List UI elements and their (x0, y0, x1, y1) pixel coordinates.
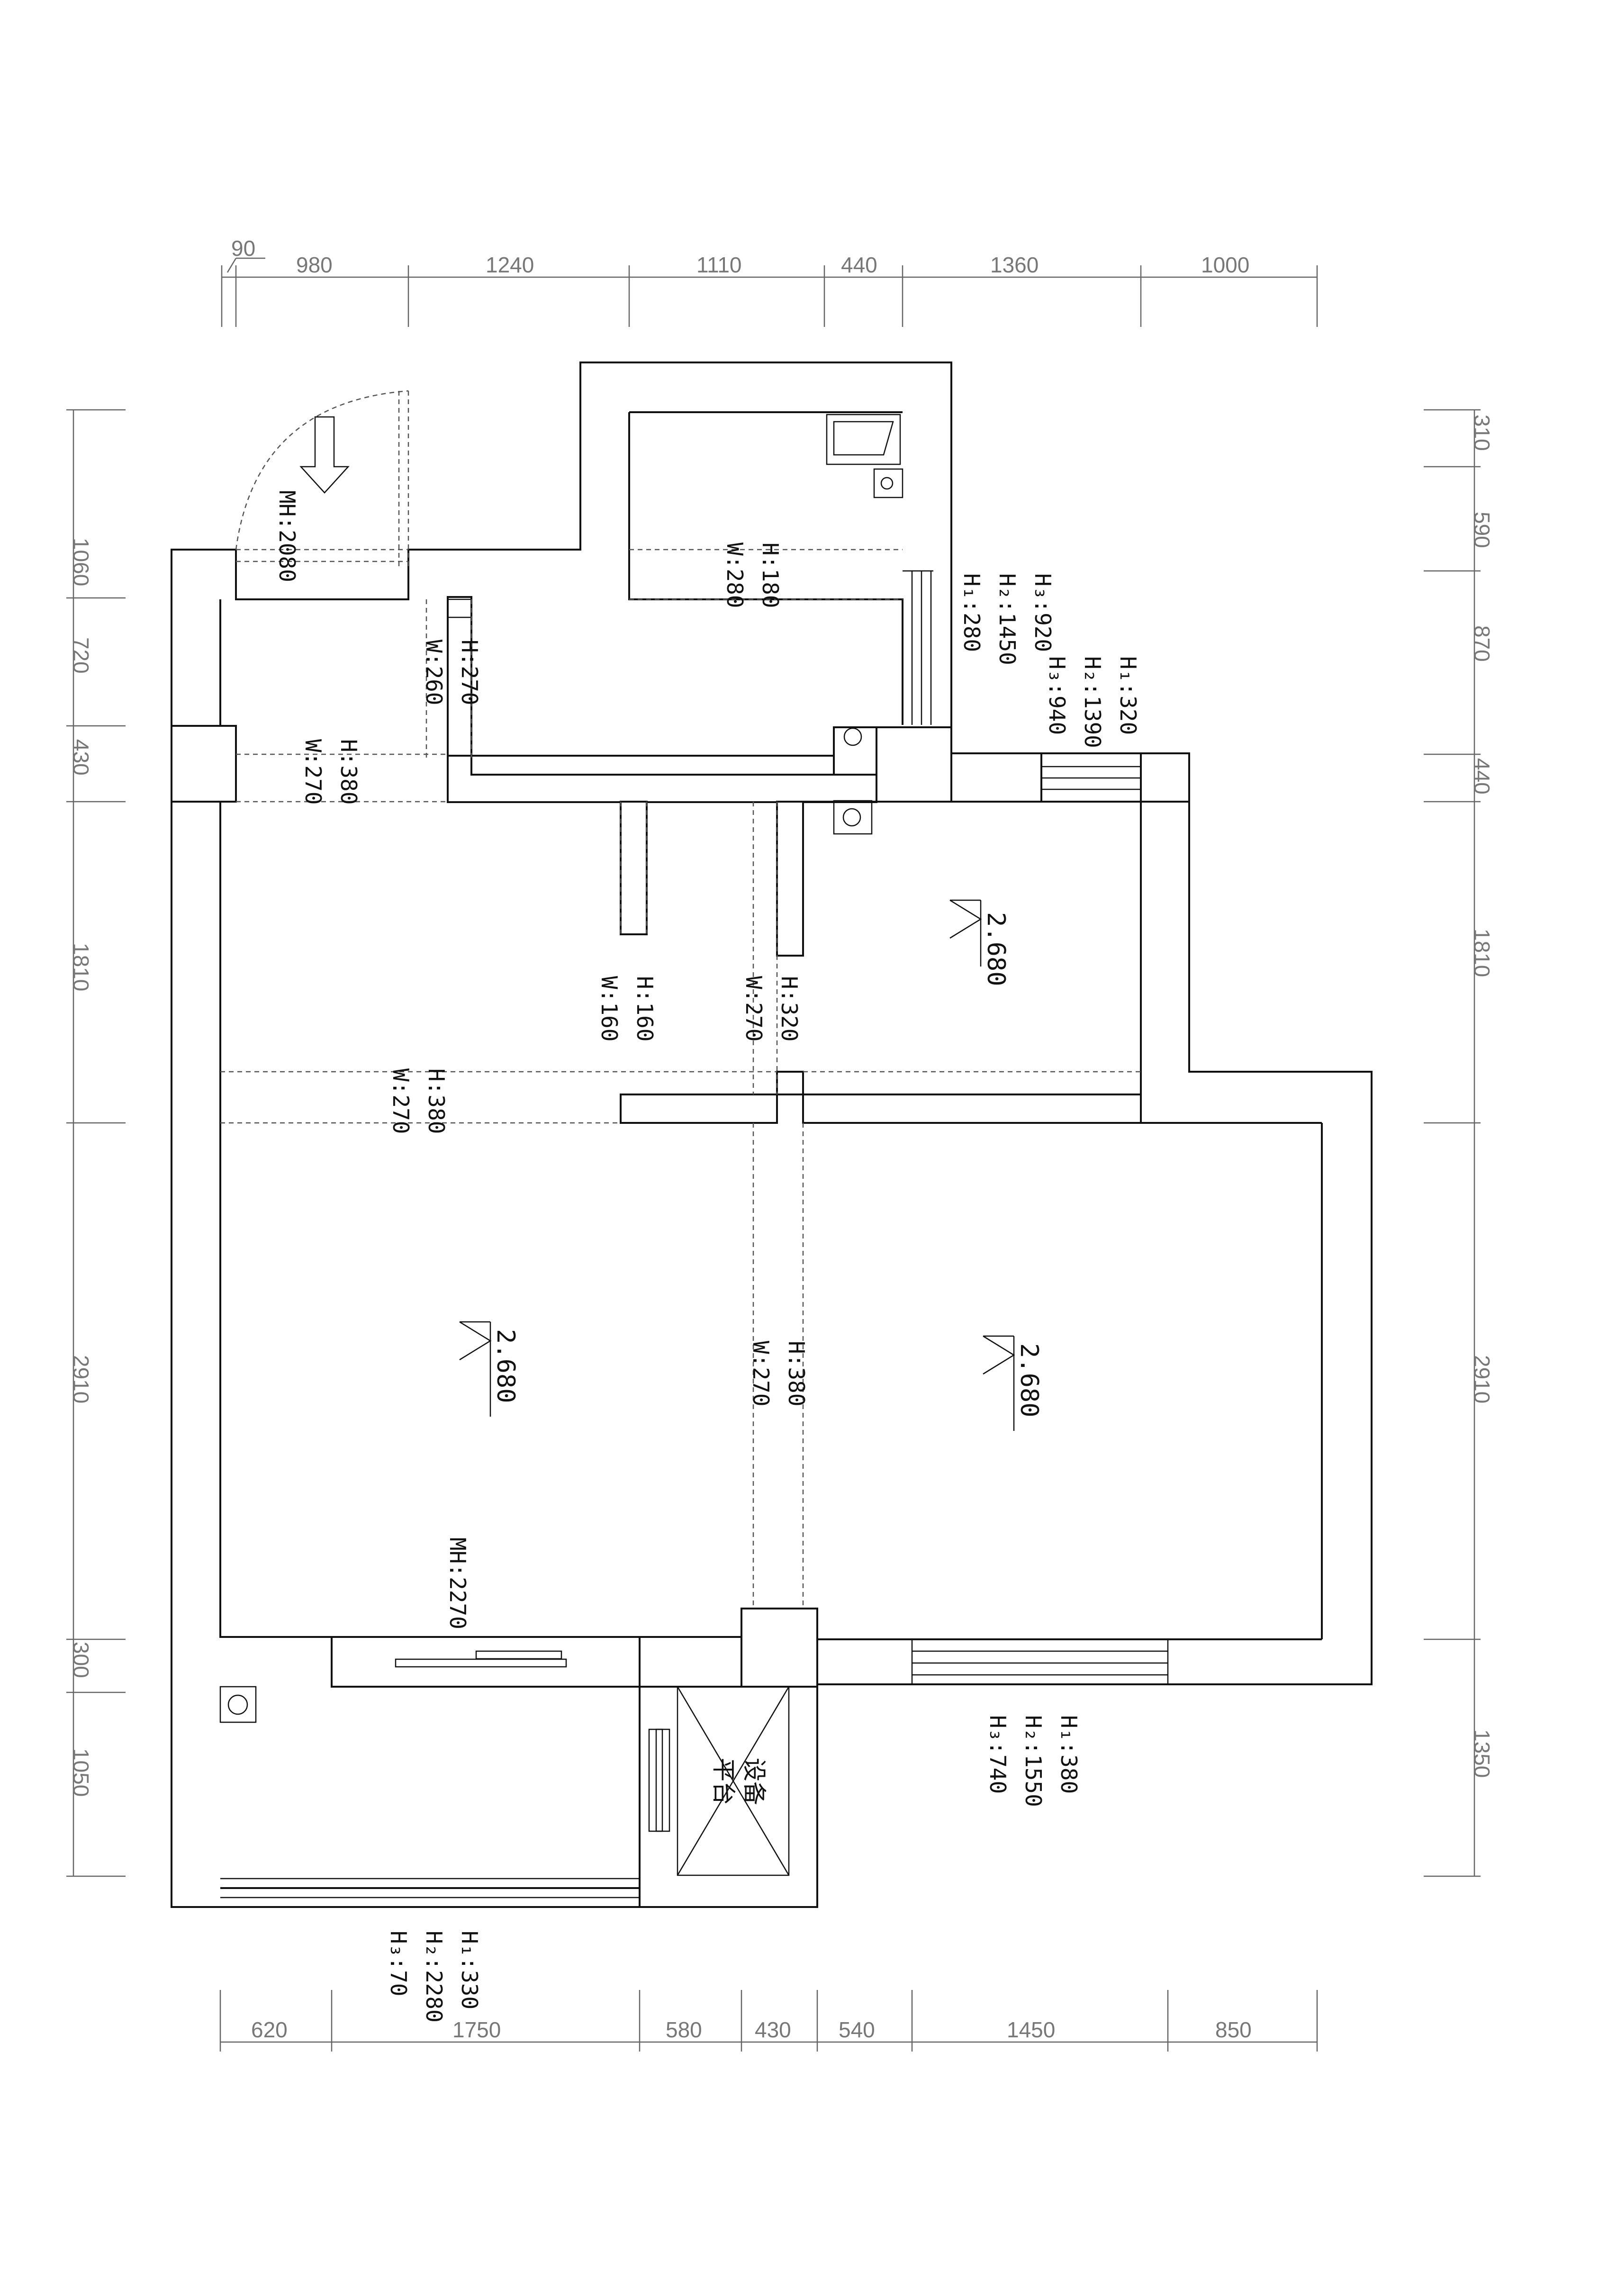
beam-f-width: W:270 (388, 1068, 414, 1134)
window-2-h3: H₃:940 (1044, 656, 1070, 735)
top-dimension-chain: 90 980 1240 1110 440 1360 1000 (221, 236, 1318, 327)
dim-right-590: 590 (1470, 512, 1494, 548)
window-2-h2: H₂:1390 (1080, 656, 1105, 748)
dim-right-1810: 1810 (1470, 929, 1494, 977)
dim-left-2910: 2910 (69, 1355, 93, 1403)
right-dimension-chain: 310 590 870 440 1810 2910 1350 (1424, 409, 1494, 1877)
dim-bottom-850: 850 (1215, 2017, 1252, 2042)
dim-right-2910: 2910 (1470, 1355, 1494, 1403)
dim-bottom-620: 620 (251, 2017, 288, 2042)
window-2-h1: H₁:320 (1115, 656, 1141, 735)
sink (826, 414, 901, 465)
dim-left-1050: 1050 (69, 1748, 93, 1797)
beam-b-height: H:270 (457, 640, 482, 705)
beam-f-height: H:380 (424, 1068, 449, 1134)
dim-left-720: 720 (69, 637, 93, 674)
dim-bottom-1750: 1750 (452, 2017, 501, 2042)
left-dimension-chain: 1060 720 430 1810 2910 300 1050 (66, 409, 126, 1877)
beam-g-height: H:380 (784, 1341, 809, 1406)
window-1-h2: H₂:1450 (994, 573, 1020, 665)
dim-top-1360: 1360 (990, 253, 1039, 277)
bottom-dimension-chain: 620 1750 580 430 540 1450 850 (219, 1990, 1318, 2052)
beam-a-width: W:280 (722, 542, 748, 608)
level-marker-2: 2.680 (459, 1321, 520, 1417)
window-3-h2: H₂:1550 (1021, 1715, 1046, 1807)
entry-door-swing (235, 390, 409, 550)
dim-top-440: 440 (841, 253, 877, 277)
beam-d-width: W:160 (596, 976, 622, 1041)
dim-left-1810: 1810 (69, 943, 93, 991)
dim-right-1350: 1350 (1470, 1729, 1494, 1778)
beam-c-width: W:270 (300, 739, 326, 805)
beam-a-height: H:180 (758, 542, 783, 608)
dim-bottom-1450: 1450 (1007, 2017, 1055, 2042)
pipe-icon (227, 1694, 248, 1715)
entry-arrow-icon (299, 416, 350, 494)
equipment-platform-label-1: 设备 (741, 1758, 768, 1805)
dim-bottom-540: 540 (839, 2017, 875, 2042)
beam-d-height: H:160 (632, 976, 658, 1041)
dim-left-430: 430 (69, 739, 93, 776)
door-height-living: MH:2270 (445, 1537, 470, 1629)
dim-bottom-580: 580 (666, 2017, 702, 2042)
level-marker-3: 2.680 (983, 1335, 1043, 1431)
window-3-h1: H₁:380 (1056, 1715, 1082, 1794)
window-4-h2: H₂:2280 (421, 1931, 447, 2023)
beam-c-height: H:380 (336, 739, 361, 805)
pipe-icon (842, 808, 861, 827)
dim-top-1000: 1000 (1201, 253, 1249, 277)
window-4-h3: H₃:70 (386, 1931, 411, 1996)
beam-e-width: W:270 (741, 976, 767, 1041)
level-marker-1: 2.680 (949, 899, 1010, 986)
annotations: MH:2080 H:180 W:280 H:270 W:260 H:380 W:… (274, 490, 1141, 2023)
equipment-platform-label-2: 平台 (710, 1758, 737, 1805)
door-height-entry: MH:2080 (274, 490, 300, 582)
window-1-h3: H₃:920 (1030, 573, 1056, 652)
level-value-2: 2.680 (491, 1329, 520, 1403)
dim-top-90: 90 (231, 236, 255, 261)
level-markers: 2.680 2.680 2.680 (459, 899, 1043, 1431)
dim-left-1060: 1060 (69, 538, 93, 586)
beam-lines (220, 549, 1141, 1609)
beam-g-width: W:270 (748, 1341, 774, 1406)
pipe-icon (843, 727, 862, 746)
beam-e-height: H:320 (777, 976, 802, 1041)
dim-right-310: 310 (1470, 415, 1494, 451)
dim-top-1240: 1240 (486, 253, 534, 277)
window-1-h1: H₁:280 (959, 573, 985, 652)
beam-b-width: W:260 (421, 640, 447, 705)
interior-walls (171, 390, 1323, 1907)
dim-left-300: 300 (69, 1642, 93, 1678)
dim-right-440: 440 (1470, 758, 1494, 795)
level-value-1: 2.680 (982, 912, 1010, 986)
window-3-h3: H₃:740 (985, 1715, 1011, 1794)
window-4-h1: H₁:330 (457, 1931, 482, 2009)
dim-top-1110: 1110 (696, 253, 742, 277)
dim-bottom-430: 430 (755, 2017, 791, 2042)
level-value-3: 2.680 (1015, 1343, 1043, 1418)
dim-right-870: 870 (1470, 625, 1494, 662)
dim-top-980: 980 (296, 253, 333, 277)
